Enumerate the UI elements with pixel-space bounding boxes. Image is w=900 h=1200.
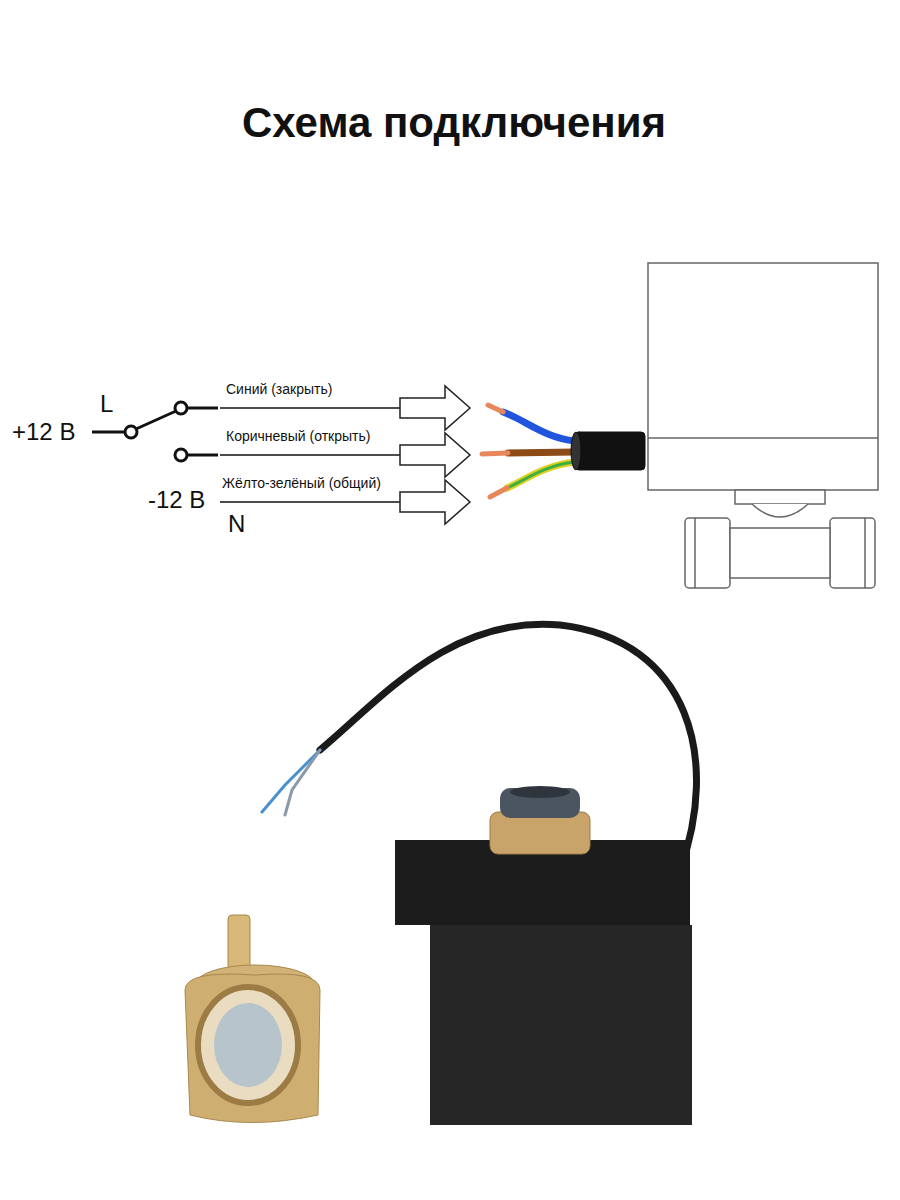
brown-wire bbox=[508, 452, 575, 453]
actuator-neck bbox=[735, 490, 825, 504]
switch-lead bbox=[92, 431, 125, 434]
page-title: Схема подключения bbox=[4, 98, 900, 148]
outline-arrow bbox=[400, 480, 470, 524]
valve-end bbox=[830, 518, 875, 588]
wire-line bbox=[220, 454, 400, 456]
actuator-outline bbox=[648, 263, 878, 588]
wire-label: Коричневый (открыть) bbox=[224, 428, 372, 445]
actuator-body bbox=[648, 263, 878, 490]
yellow-green-wire bbox=[507, 462, 575, 488]
switch-contact bbox=[175, 402, 187, 414]
wire-label: Синий (закрыть) bbox=[224, 381, 334, 398]
switch-lead bbox=[187, 407, 218, 410]
cable-sheath bbox=[575, 432, 645, 470]
copper-tip bbox=[490, 488, 507, 497]
photo-valve bbox=[185, 915, 320, 1123]
switch-pivot bbox=[125, 426, 137, 438]
valve-thread bbox=[864, 518, 866, 588]
outline-arrow bbox=[400, 386, 470, 430]
valve-body bbox=[185, 974, 320, 1123]
switch-lever bbox=[136, 411, 176, 429]
neutral-label: N bbox=[228, 510, 245, 539]
actuator-case bbox=[430, 925, 692, 1125]
cable bbox=[320, 624, 697, 870]
grey-lead bbox=[285, 750, 320, 815]
outline-arrows bbox=[400, 386, 470, 524]
photo-cable bbox=[262, 624, 697, 870]
wire-lines bbox=[220, 408, 400, 502]
outline-arrow bbox=[400, 433, 470, 477]
wire-label: Жёлто-зелёный (общий) bbox=[220, 475, 383, 492]
actuator-seam bbox=[648, 437, 878, 439]
wire-line bbox=[220, 407, 400, 409]
wire-line bbox=[220, 501, 400, 503]
cap-top bbox=[510, 786, 570, 798]
cable-end bbox=[482, 405, 645, 497]
cable-cut bbox=[571, 432, 581, 470]
valve-neck bbox=[752, 504, 808, 517]
valve-bore bbox=[198, 987, 298, 1103]
switch-lead bbox=[187, 454, 218, 457]
valve-stem bbox=[228, 915, 250, 970]
yellow-green-stripe bbox=[507, 462, 575, 488]
valve-end bbox=[685, 518, 730, 588]
valve-body bbox=[730, 528, 830, 578]
blue-wire bbox=[503, 412, 575, 441]
blue-lead bbox=[262, 750, 320, 812]
copper-tip bbox=[482, 453, 508, 454]
voltage-label: -12 В bbox=[148, 486, 205, 515]
line-label: L bbox=[100, 390, 113, 419]
voltage-label: +12 В bbox=[12, 418, 75, 447]
brass-coupling bbox=[490, 812, 590, 854]
copper-tip bbox=[488, 405, 503, 412]
valve-ball bbox=[214, 1003, 282, 1087]
switch-contact bbox=[175, 449, 187, 461]
photo-actuator bbox=[395, 786, 692, 1125]
valve-thread bbox=[694, 518, 696, 588]
